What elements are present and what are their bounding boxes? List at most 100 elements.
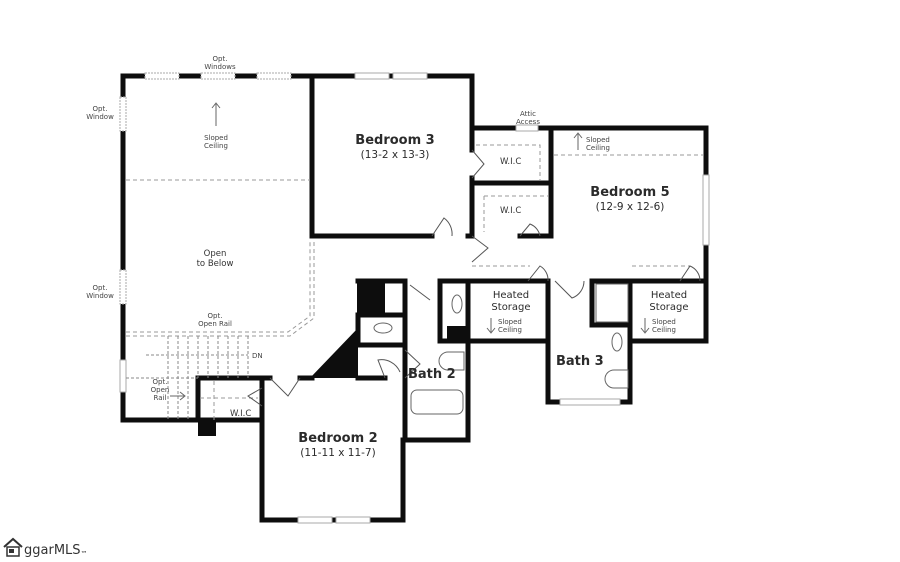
stair-center — [126, 354, 248, 379]
sloped-storage-right-line2: Ceiling — [652, 326, 676, 335]
sloped-storage-left-line2: Ceiling — [498, 326, 522, 335]
door-storage-left — [527, 265, 549, 282]
chase-fill-1 — [357, 281, 385, 315]
open-to-below-label: Open to Below — [170, 249, 260, 270]
sloped-storage-right-line1: Sloped — [652, 318, 676, 326]
wic-bedroom3-label: W.I.C — [500, 157, 522, 167]
opt-windows-line1: Opt. — [212, 55, 228, 63]
open-rail-top-line2: Open Rail — [198, 320, 232, 329]
opt-window-upper-line1: Opt. — [92, 105, 108, 113]
bedroom5-label: Bedroom 5 (12-9 x 12-6) — [575, 185, 685, 213]
door-bed5-storage — [679, 265, 701, 282]
open-rail-top-line1: Opt. — [207, 312, 223, 320]
open-rail-stair-line2: Open — [150, 386, 170, 395]
open-rail-stair-line3: Rail — [153, 394, 167, 403]
wic-shelf-2 — [483, 195, 548, 232]
tub-bath2 — [410, 389, 464, 415]
window-bed2-1 — [297, 516, 333, 524]
opt-window-upper-line2: Window — [86, 113, 114, 122]
heated-storage-right-label: Heated Storage — [636, 290, 702, 313]
stair-dn-label: DN — [252, 352, 263, 360]
arrow-down-storage-left-icon — [486, 318, 496, 334]
trademark-symbol: ™ — [80, 550, 88, 558]
sloped-storage-left-line1: Sloped — [498, 318, 522, 326]
window-bed3-1 — [354, 72, 390, 80]
sloped-bed5-line1: Sloped — [586, 136, 610, 144]
door-bath2 — [404, 349, 421, 379]
opt-open-rail-stair-label: Opt. Open Rail — [146, 378, 174, 402]
open-rail — [126, 240, 311, 333]
bath2-label: Bath 2 — [408, 367, 456, 382]
opt-window-upper-left-label: Opt. Window — [80, 105, 120, 121]
open-to-below-line1: Open — [203, 249, 227, 259]
opt-open-rail-top-label: Opt. Open Rail — [190, 312, 240, 328]
attic-access-label: Attic Access — [508, 110, 548, 126]
shower-bath3 — [595, 283, 629, 323]
heated-storage-left-line2: Storage — [491, 301, 531, 313]
opt-windows-line2: Windows — [204, 63, 236, 72]
toilet-bath2 — [438, 351, 465, 371]
window-loft-top-3 — [256, 72, 292, 80]
door-wic2 — [519, 223, 541, 237]
sink-hall — [373, 322, 393, 334]
door-bed5-hall — [471, 235, 489, 263]
heated-storage-left-label: Heated Storage — [478, 290, 544, 313]
sloped-ceiling-storage-left-label: Sloped Ceiling — [498, 318, 522, 334]
wall-bath3 — [545, 278, 633, 405]
heated-storage-left-line1: Heated — [492, 290, 530, 301]
bedroom5-name: Bedroom 5 — [590, 185, 670, 200]
door-bed3 — [431, 217, 453, 237]
sloped-ceiling-bed5-label: Sloped Ceiling — [586, 136, 610, 152]
house-logo-icon — [3, 537, 23, 557]
window-loft-left-2 — [119, 269, 127, 305]
sink-bath2 — [451, 294, 463, 314]
bedroom2-name: Bedroom 2 — [298, 431, 378, 446]
bath3-label: Bath 3 — [556, 354, 604, 369]
sloped-ceiling-loft-label: Sloped Ceiling — [196, 134, 236, 150]
arrow-up-loft-icon — [211, 102, 221, 126]
window-bath3 — [559, 398, 621, 406]
arrow-stair-icon — [170, 391, 186, 401]
door-bath-hall — [377, 359, 401, 379]
heated-storage-right-line1: Heated — [650, 290, 688, 301]
window-bed3-2 — [392, 72, 428, 80]
chase-fill-2 — [310, 328, 358, 378]
bedroom2-label: Bedroom 2 (11-11 x 11-7) — [283, 431, 393, 459]
wic-shelf-1 — [476, 144, 541, 180]
opt-windows-top-label: Opt. Windows — [200, 55, 240, 71]
window-loft-left-1 — [119, 96, 127, 132]
window-stair-left — [119, 359, 127, 393]
door-bed2 — [269, 377, 301, 397]
window-attic — [515, 124, 539, 132]
sloped-loft-line2: Ceiling — [204, 142, 228, 151]
sloped-ceiling-storage-right-label: Sloped Ceiling — [652, 318, 676, 334]
sloped-bed5-line2: Ceiling — [586, 144, 610, 153]
chase-fill-4 — [198, 420, 216, 436]
toilet-bath3 — [604, 369, 629, 389]
arrow-down-storage-right-icon — [640, 318, 650, 334]
door-hall-closet — [409, 284, 431, 301]
bedroom2-dims: (11-11 x 11-7) — [300, 446, 376, 459]
door-bath3 — [554, 280, 585, 299]
attic-line2: Access — [516, 118, 540, 127]
bedroom5-dims: (12-9 x 12-6) — [595, 200, 665, 213]
window-bed5-right — [702, 174, 710, 246]
window-loft-top-1 — [144, 72, 180, 80]
sloped-loft-line1: Sloped — [204, 134, 228, 142]
bedroom3-label: Bedroom 3 (13-2 x 13-3) — [340, 133, 450, 161]
chase-fill-3 — [447, 326, 468, 341]
window-bed2-2 — [335, 516, 371, 524]
bedroom3-dims: (13-2 x 13-3) — [360, 148, 430, 161]
opt-window-lower-line2: Window — [86, 292, 114, 301]
wic-bed2-shelf — [200, 378, 258, 420]
window-loft-top-2 — [200, 72, 236, 80]
door-wic-bed2 — [247, 387, 263, 407]
opt-window-lower-left-label: Opt. Window — [80, 284, 120, 300]
wic-bedroom5-label: W.I.C — [500, 206, 522, 216]
arrow-up-bed5-icon — [573, 132, 583, 150]
mls-brand-text: ggarMLS — [24, 543, 81, 558]
open-to-below-line2: to Below — [196, 258, 234, 269]
bedroom3-name: Bedroom 3 — [355, 133, 435, 148]
